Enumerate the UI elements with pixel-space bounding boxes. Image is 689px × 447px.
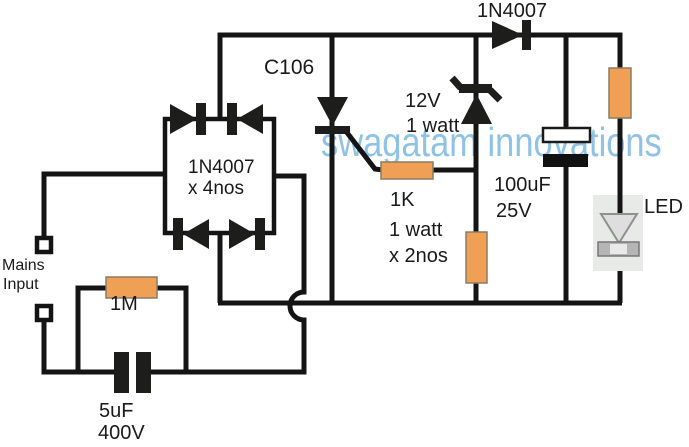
mains-label-line1: Mains bbox=[2, 257, 45, 274]
zener-diode-symbol bbox=[449, 75, 503, 124]
cap-positive-plate bbox=[541, 126, 592, 144]
bridge-qty-label: x 4nos bbox=[188, 178, 244, 199]
output-diode-label: 1N4007 bbox=[477, 0, 548, 22]
top-rail-wire bbox=[217, 32, 623, 216]
bridge-rectifier-symbol bbox=[162, 103, 277, 250]
r1k-value-label: 1K bbox=[390, 189, 415, 211]
input-capacitor-symbol bbox=[114, 352, 151, 393]
cap-negative-plate bbox=[543, 154, 588, 167]
output-diode-symbol bbox=[492, 20, 531, 50]
led-label: LED bbox=[644, 196, 683, 218]
r1k-qty-label: x 2nos bbox=[389, 245, 448, 267]
watermark-text: swagatam innovations bbox=[321, 119, 662, 165]
filter-capacitor-symbol bbox=[541, 126, 592, 167]
resistor-1k-horizontal-symbol bbox=[380, 161, 434, 180]
led-triangle bbox=[599, 213, 639, 245]
mains-label-line2: Input bbox=[3, 276, 39, 293]
resistor-1m-symbol bbox=[105, 276, 158, 299]
scr-cathode-bar bbox=[315, 126, 350, 134]
mains-terminal-2 bbox=[34, 303, 54, 323]
scr-label: C106 bbox=[264, 56, 315, 79]
led-bar-highlight bbox=[610, 244, 627, 254]
cap-out-value-label: 100uF bbox=[494, 174, 551, 196]
bridge-diode-bottom-right-icon bbox=[229, 218, 265, 250]
bridge-frame bbox=[162, 116, 277, 236]
bridge-diode-top-left-icon bbox=[170, 103, 206, 135]
bridge-diode-bottom-left-icon bbox=[173, 218, 209, 250]
mains1-wire bbox=[41, 171, 167, 238]
mains2-wire bbox=[41, 320, 114, 375]
wires bbox=[41, 32, 623, 375]
cap-in-value-label: 5uF bbox=[99, 400, 134, 422]
bridge-diode-top-right-icon bbox=[227, 103, 263, 135]
cap-out-voltage-label: 25V bbox=[496, 200, 532, 222]
r1m-label: 1M bbox=[110, 293, 138, 315]
led-symbol bbox=[593, 195, 643, 271]
r1k-wattage-label: 1 watt bbox=[389, 219, 443, 241]
scr-anode-triangle bbox=[317, 97, 348, 126]
resistor-led-series-symbol bbox=[608, 67, 632, 119]
scr-gate-wire bbox=[343, 128, 384, 173]
cap-in-voltage-label: 400V bbox=[98, 422, 145, 444]
mains-terminal-1 bbox=[34, 235, 54, 255]
zener-value-label: 12V bbox=[405, 90, 441, 112]
zener-wattage-label: 1 watt bbox=[406, 115, 460, 137]
mains-return-wire bbox=[150, 173, 307, 375]
resistor-1k-vertical-symbol bbox=[465, 231, 488, 284]
scr-symbol bbox=[315, 97, 350, 134]
bridge-part-label: 1N4007 bbox=[188, 157, 255, 178]
